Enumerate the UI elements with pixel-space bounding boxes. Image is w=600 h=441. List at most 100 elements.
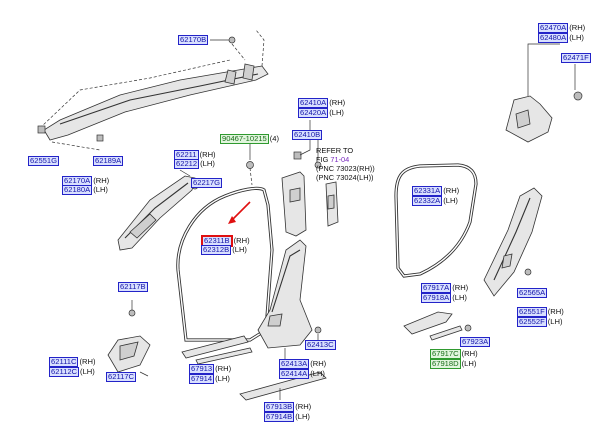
part-code[interactable]: 62565A [517, 288, 548, 298]
label-67918D[interactable]: 67918D(LH) [430, 359, 476, 369]
front-scuff-plate [181, 335, 253, 365]
part-code[interactable]: 67913B [264, 402, 295, 412]
a-pillar-garnish [37, 36, 269, 151]
label-62332A[interactable]: 62332A(LH) [412, 196, 458, 206]
rear-door-scuff-plate [403, 311, 472, 341]
side-rh: (RH) [199, 150, 216, 159]
side-rh: (RH) [215, 364, 232, 373]
part-code[interactable]: 62331A [412, 186, 443, 196]
side-lh: (LH) [80, 367, 95, 376]
part-code[interactable]: 67913 [189, 364, 215, 374]
label-62217G[interactable]: 62217G [191, 178, 223, 188]
part-code[interactable]: 67918D [430, 359, 461, 369]
side-lh: (LH) [461, 359, 477, 368]
label-62410A[interactable]: 62410A(RH) [298, 98, 345, 108]
roof-side-inner-garnish [483, 187, 543, 297]
label-90467[interactable]: 90467-10215(4) [220, 134, 279, 144]
part-code[interactable]: 62217G [191, 178, 223, 188]
side-lh: (LH) [215, 374, 230, 383]
label-62420A[interactable]: 62420A(LH) [298, 108, 344, 118]
label-62414A[interactable]: 62414A(LH) [279, 369, 325, 379]
label-67913[interactable]: 67913(RH) [189, 364, 231, 374]
part-code[interactable]: 62117C [106, 372, 137, 382]
side-lh: (LH) [443, 196, 458, 205]
side-lh: (LH) [200, 159, 215, 168]
side-rh: (RH) [295, 402, 312, 411]
part-code[interactable]: 62410A [298, 98, 329, 108]
part-code[interactable]: 62551F [517, 307, 547, 317]
front-door-weatherstrip [176, 186, 274, 342]
side-lh: (LH) [569, 33, 584, 42]
part-code[interactable]: 62552F [517, 317, 547, 327]
label-62180A[interactable]: 62180A(LH) [62, 185, 108, 195]
part-code[interactable]: 62112C [49, 367, 80, 377]
screw-90467 [246, 29, 265, 186]
label-62111C[interactable]: 62111C(RH) [49, 357, 96, 367]
label-62551G[interactable]: 62551G [28, 156, 60, 166]
label-62189A[interactable]: 62189A [93, 156, 124, 166]
label-62470A[interactable]: 62470A(RH) [538, 23, 585, 33]
label-67918A[interactable]: 67918A(LH) [421, 293, 467, 303]
note-line-2[interactable]: FIG 71-04 [316, 155, 375, 164]
part-code[interactable]: 62551G [28, 156, 60, 166]
label-62551F[interactable]: 62551F(RH) [517, 307, 564, 317]
part-code[interactable]: 62413C [305, 340, 336, 350]
label-67917C[interactable]: 67917C(RH) [430, 349, 478, 359]
label-62413A[interactable]: 62413A(RH) [279, 359, 326, 369]
part-code[interactable]: 62212 [174, 159, 200, 169]
part-code[interactable]: 62480A [538, 33, 569, 43]
side-rh: (RH) [310, 359, 327, 368]
part-code[interactable]: 62312B [201, 245, 232, 255]
part-code[interactable]: 67914B [264, 412, 295, 422]
part-code[interactable]: 67923A [460, 337, 491, 347]
part-code[interactable]: 62414A [279, 369, 310, 379]
note-line-3: (PNC 73023(RH)) [316, 164, 375, 173]
part-code[interactable]: 62170B [178, 35, 209, 45]
part-code[interactable]: 62413A [279, 359, 310, 369]
label-62552F[interactable]: 62552F(LH) [517, 317, 563, 327]
label-67913B[interactable]: 67913B(RH) [264, 402, 311, 412]
side-lh: (LH) [452, 293, 467, 302]
quarter-trim-upper [505, 43, 583, 143]
label-62471F[interactable]: 62471F [561, 53, 591, 63]
center-pillar-upper-garnish [281, 120, 339, 237]
part-code[interactable]: 62470A [538, 23, 569, 33]
label-62312B[interactable]: 62312B(LH) [201, 245, 247, 255]
label-62331A[interactable]: 62331A(RH) [412, 186, 459, 196]
label-67923A[interactable]: 67923A [460, 337, 491, 347]
label-62117B[interactable]: 62117B [118, 282, 148, 292]
part-code[interactable]: 62410B [292, 130, 323, 140]
label-67914[interactable]: 67914(LH) [189, 374, 230, 384]
part-code[interactable]: 62189A [93, 156, 124, 166]
part-code[interactable]: 62117B [118, 282, 148, 292]
part-code[interactable]: 62420A [298, 108, 329, 118]
part-code[interactable]: 67914 [189, 374, 215, 384]
label-62112C[interactable]: 62112C(LH) [49, 367, 95, 377]
part-code[interactable]: 90467-10215 [220, 134, 269, 144]
label-62410B[interactable]: 62410B [292, 130, 323, 140]
label-62480A[interactable]: 62480A(LH) [538, 33, 584, 43]
label-62565A[interactable]: 62565A [517, 288, 548, 298]
side-rh: (RH) [93, 176, 110, 185]
part-code[interactable]: 67917C [430, 349, 461, 359]
fig-link[interactable]: 71-04 [330, 155, 350, 164]
center-pillar-lower-garnish [257, 239, 322, 360]
part-code[interactable]: 67918A [421, 293, 452, 303]
label-62170B[interactable]: 62170B [178, 35, 209, 45]
label-67917A[interactable]: 67917A(RH) [421, 283, 468, 293]
label-62413C[interactable]: 62413C [305, 340, 336, 350]
rear-door-weatherstrip [394, 163, 478, 278]
note-line-1: REFER TO [316, 146, 354, 155]
part-code[interactable]: 67917A [421, 283, 452, 293]
part-code[interactable]: 62180A [62, 185, 93, 195]
label-62117C[interactable]: 62117C [106, 372, 137, 382]
part-code[interactable]: 62111C [49, 357, 79, 367]
part-code[interactable]: 62471F [561, 53, 591, 63]
side-rh: (RH) [329, 98, 346, 107]
label-67914B[interactable]: 67914B(LH) [264, 412, 310, 422]
part-code[interactable]: 62332A [412, 196, 443, 206]
cowl-side-trim [107, 300, 151, 377]
label-62212[interactable]: 62212(LH) [174, 159, 215, 169]
side-lh: (LH) [295, 412, 310, 421]
